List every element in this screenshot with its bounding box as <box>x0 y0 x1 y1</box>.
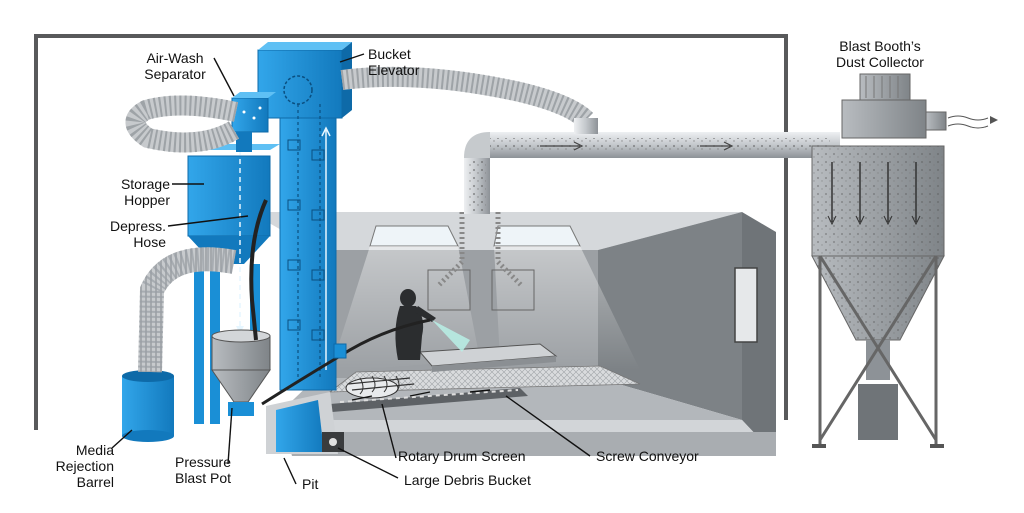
depress-hose <box>249 199 268 341</box>
label-depress-hose: Depress. Hose <box>109 218 166 250</box>
label-dust-collector: Blast Booth’s Dust Collector <box>836 38 924 70</box>
label-rotary-drum-screen: Rotary Drum Screen <box>398 448 526 464</box>
booth-door <box>734 267 758 343</box>
blast-booth <box>250 212 776 456</box>
air-wash-separator <box>231 92 276 152</box>
pit <box>266 392 338 454</box>
label-storage-hopper: Storage Hopper <box>120 176 170 208</box>
bucket-elevator <box>257 42 352 391</box>
label-media-rejection-barrel: Media Rejection Barrel <box>55 442 114 490</box>
blast-spray <box>432 320 470 352</box>
label-pressure-blast-pot: Pressure Blast Pot <box>174 454 232 486</box>
dust-collector <box>811 73 998 448</box>
pressure-blast-pot <box>211 329 271 416</box>
leader-lines <box>111 53 591 485</box>
separator-flex-duct <box>125 95 240 153</box>
exhaust-duct <box>464 118 840 214</box>
label-large-debris-bucket: Large Debris Bucket <box>404 472 531 488</box>
media-rejection-barrel <box>122 370 174 442</box>
ceiling-light-right <box>493 225 581 247</box>
ceiling-light-left <box>369 225 459 247</box>
large-debris-bucket <box>322 432 344 452</box>
screw-conveyor <box>330 388 528 412</box>
label-bucket-elevator: Bucket Elevator <box>368 46 420 78</box>
blaster-operator <box>395 289 436 360</box>
rotary-drum-screen <box>345 375 415 399</box>
building-frame <box>34 34 788 430</box>
label-air-wash-separator: Air-Wash Separator <box>144 50 206 82</box>
label-screw-conveyor: Screw Conveyor <box>596 448 699 464</box>
label-pit: Pit <box>302 476 319 492</box>
